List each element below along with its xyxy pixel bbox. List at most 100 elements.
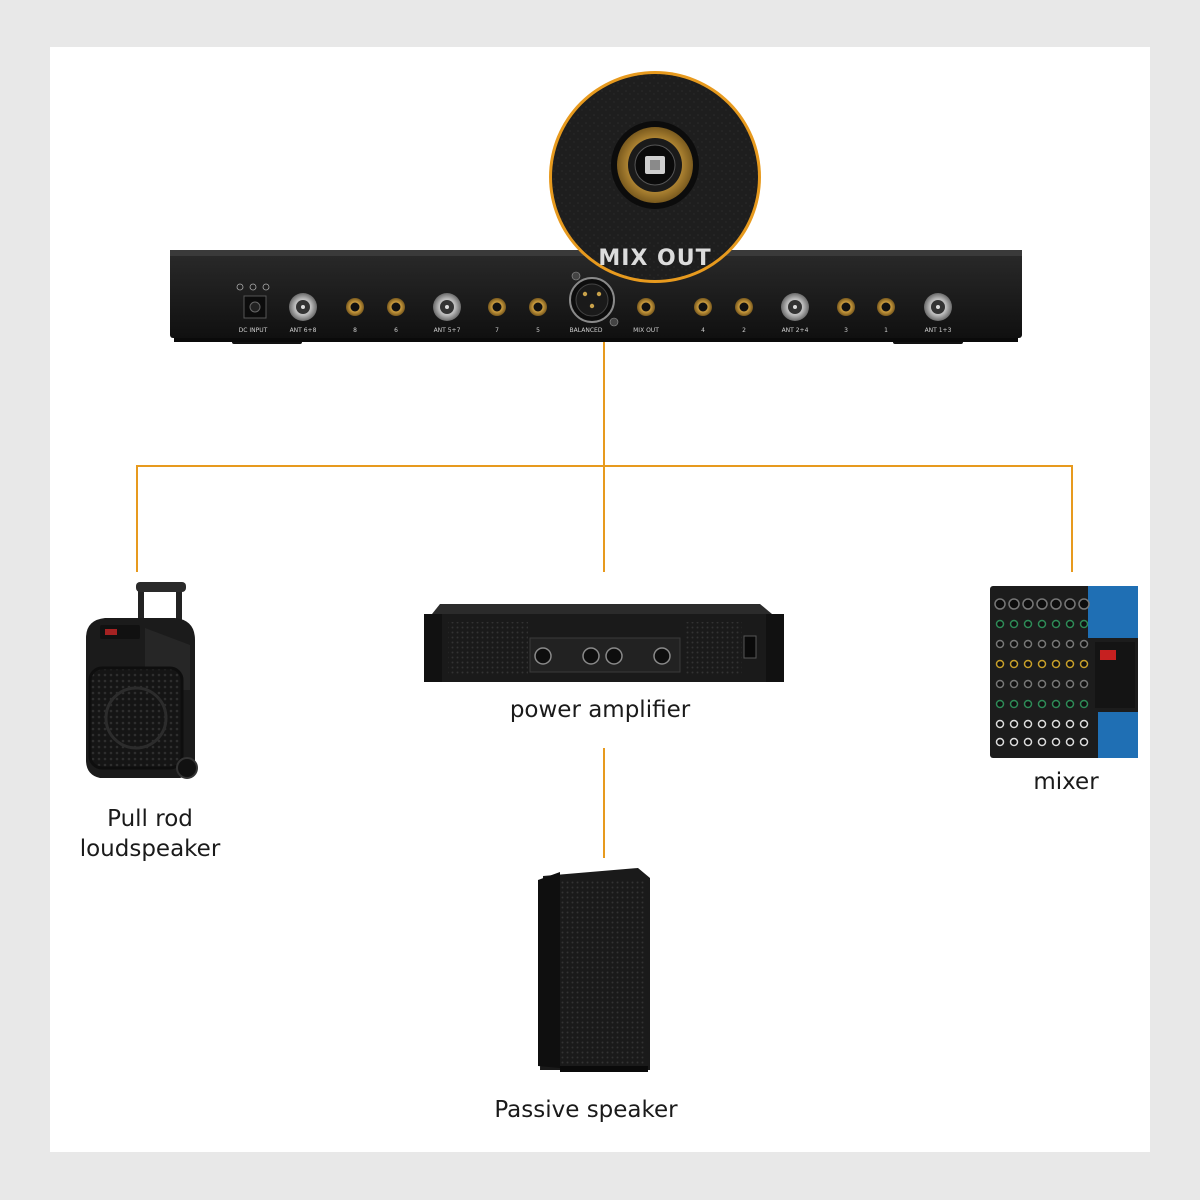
mixer-knob: [1009, 679, 1019, 689]
jack-1: [877, 298, 895, 316]
jack-3-label: 3: [844, 327, 848, 334]
dc-input-label: DC INPUT: [239, 327, 268, 334]
jack-6-label: 6: [394, 327, 398, 334]
mixer-knob: [1037, 719, 1047, 729]
mixer-knob: [1037, 699, 1047, 709]
mixer-knob: [995, 679, 1005, 689]
mixer-knob: [1065, 619, 1075, 629]
mixer-knob: [1064, 598, 1076, 610]
jack-8-label: 8: [353, 327, 357, 334]
ant-24-connector: [781, 293, 809, 321]
jack-2: [735, 298, 753, 316]
mixer-label: mixer: [1033, 769, 1099, 795]
mixer-knob: [995, 737, 1005, 747]
mixer-knob: [1023, 639, 1033, 649]
mixer-knob: [1065, 699, 1075, 709]
ant-68-connector: [289, 293, 317, 321]
mixer-knob: [1050, 598, 1062, 610]
mixer-knob: [1009, 619, 1019, 629]
mixer-knob: [1037, 737, 1047, 747]
mixer-knob: [995, 699, 1005, 709]
mixer-knob: [994, 598, 1006, 610]
power-amplifier-label: power amplifier: [509, 697, 691, 723]
mixer-knob: [1065, 639, 1075, 649]
mixer-knob: [1079, 639, 1089, 649]
mixer-knob: [1051, 699, 1061, 709]
jack-6: [387, 298, 405, 316]
mixout-callout: MIX OUT: [549, 71, 761, 283]
jack-7-label: 7: [495, 327, 499, 334]
mixer-knob: [1023, 659, 1033, 669]
jack-7: [488, 298, 506, 316]
jack-8: [346, 298, 364, 316]
mixer-knob: [1037, 639, 1047, 649]
mixer-knob: [1023, 737, 1033, 747]
mixer-knob: [1079, 619, 1089, 629]
mixer-knob: [995, 619, 1005, 629]
mixer-knob: [1079, 659, 1089, 669]
mixer-knob: [1009, 639, 1019, 649]
mixer-knob: [1079, 699, 1089, 709]
mixer-knob: [1009, 699, 1019, 709]
mixout-label: MIX OUT: [633, 327, 659, 334]
connection-lines: [136, 304, 1073, 858]
mixer-image: [990, 586, 1138, 758]
jack-4-label: 4: [701, 327, 705, 334]
mixer-knob: [1078, 598, 1090, 610]
mixer-knob-grid: [994, 598, 1090, 747]
mixer-knob: [1079, 679, 1089, 689]
mixer-knob: [1023, 719, 1033, 729]
mixer-knob: [1051, 679, 1061, 689]
mixer-knob: [995, 659, 1005, 669]
mixer-knob: [1008, 598, 1020, 610]
mixer-knob: [1065, 719, 1075, 729]
pull-rod-loudspeaker-image: [86, 582, 198, 779]
mixer-knob: [1065, 737, 1075, 747]
jack-5: [529, 298, 547, 316]
mixer-knob: [1036, 598, 1048, 610]
mixer-knob: [1065, 679, 1075, 689]
branch-line: [136, 465, 1073, 572]
jack-4: [694, 298, 712, 316]
ant-68-label: ANT 6+8: [290, 327, 317, 334]
ant-57-connector: [433, 293, 461, 321]
mixer-knob: [1051, 639, 1061, 649]
mixer-knob: [1051, 737, 1061, 747]
passive-speaker-image: [538, 868, 650, 1072]
jack-1-label: 1: [884, 327, 888, 334]
mixer-knob: [1079, 737, 1089, 747]
passive-speaker-label: Passive speaker: [494, 1097, 678, 1123]
mixer-knob: [1037, 679, 1047, 689]
mixer-knob: [1051, 659, 1061, 669]
jack-5-label: 5: [536, 327, 540, 334]
mixer-knob: [1051, 719, 1061, 729]
mixer-knob: [1023, 699, 1033, 709]
mixer-knob: [1051, 619, 1061, 629]
mixer-knob: [1079, 719, 1089, 729]
dc-input-jack: [236, 283, 270, 319]
mixer-knob: [1022, 598, 1034, 610]
ant-57-label: ANT 5+7: [434, 327, 461, 334]
mixer-knob: [1065, 659, 1075, 669]
ant-24-label: ANT 2+4: [782, 327, 809, 334]
mixout-jack: [637, 298, 655, 316]
mixout-callout-label: MIX OUT: [598, 246, 711, 271]
jack-3: [837, 298, 855, 316]
mixer-knob: [1037, 659, 1047, 669]
jack-2-label: 2: [742, 327, 746, 334]
mixer-knob: [1037, 619, 1047, 629]
mixer-knob: [1009, 737, 1019, 747]
balanced-label: BALANCED: [570, 327, 603, 334]
mixer-knob: [1009, 719, 1019, 729]
mixer-knob: [1009, 659, 1019, 669]
ant-13-connector: [924, 293, 952, 321]
ant-13-label: ANT 1+3: [925, 327, 952, 334]
mixer-knob: [1023, 679, 1033, 689]
balanced-xlr-connector: [569, 271, 615, 323]
mixer-knob: [995, 719, 1005, 729]
mixer-knob: [995, 639, 1005, 649]
power-amplifier-image: [424, 604, 784, 682]
pull-rod-loudspeaker-label: Pull rod loudspeaker: [79, 806, 221, 862]
mixer-knob: [1023, 619, 1033, 629]
